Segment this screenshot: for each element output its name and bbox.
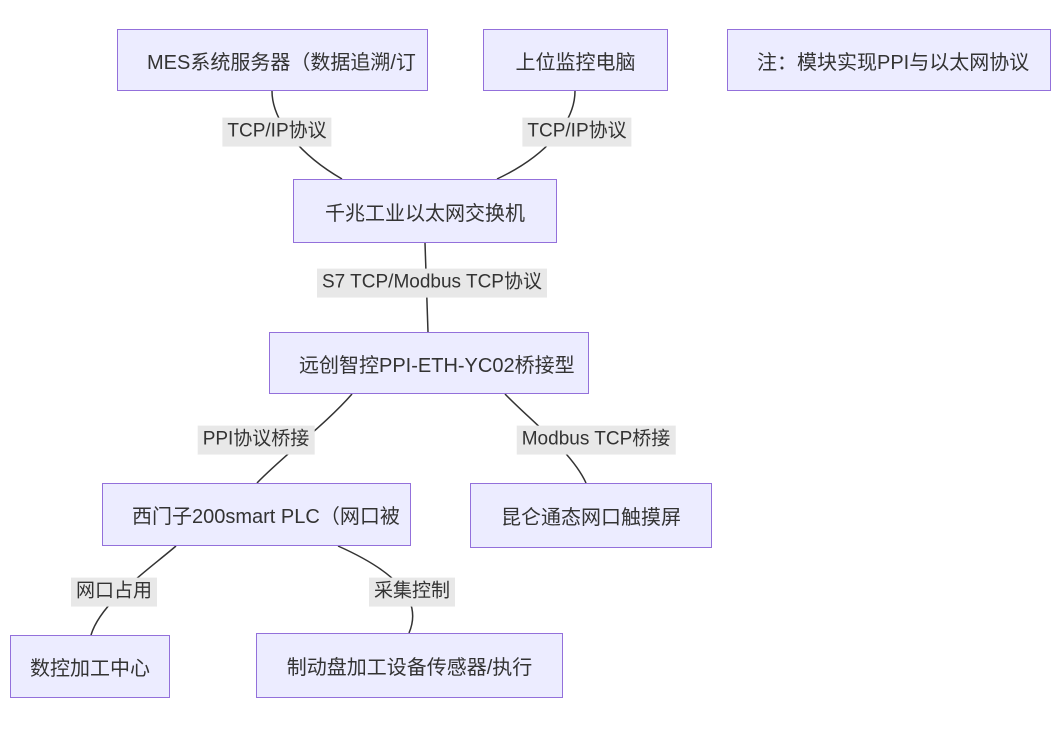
- node-ethernet-switch: 千兆工业以太网交换机: [293, 179, 557, 243]
- node-note: 注：模块实现PPI与以太网协议: [727, 29, 1051, 91]
- edge-label-port-usage: 网口占用: [70, 577, 158, 607]
- node-cnc-center: 数控加工中心: [10, 635, 170, 698]
- node-mes-server: MES系统服务器（数据追溯/订: [117, 29, 428, 91]
- node-siemens-plc: 西门子200smart PLC（网口被: [102, 483, 411, 546]
- edge-label-collect-control: 采集控制: [368, 577, 456, 607]
- edge-label-ppi-bridge: PPI协议桥接: [197, 425, 315, 455]
- node-supervisory-pc: 上位监控电脑: [483, 29, 668, 91]
- edge-label-s7-modbus: S7 TCP/Modbus TCP协议: [317, 268, 547, 298]
- node-brake-disc-equipment: 制动盘加工设备传感器/执行: [256, 633, 563, 698]
- edge-label-modbus-bridge: Modbus TCP桥接: [516, 425, 676, 455]
- edge-label-tcpip-scada: TCP/IP协议: [522, 117, 632, 147]
- node-touch-screen: 昆仑通态网口触摸屏: [470, 483, 712, 548]
- node-ppi-eth-bridge: 远创智控PPI-ETH-YC02桥接型: [269, 332, 589, 394]
- edge-label-tcpip-mes: TCP/IP协议: [222, 117, 332, 147]
